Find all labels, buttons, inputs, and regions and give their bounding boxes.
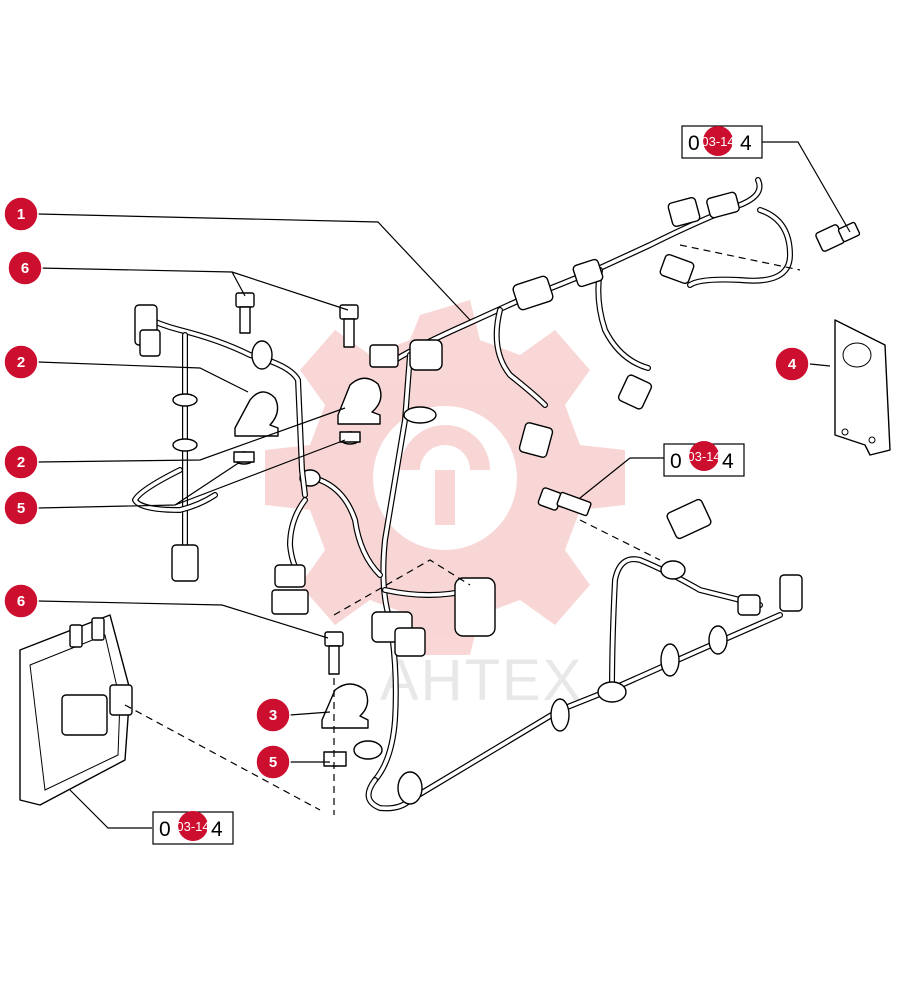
reference-box-middle[interactable]: 0 4 03-14 [663, 441, 745, 477]
callout-5-upper[interactable]: 5 [3, 490, 39, 526]
callout-5-lower[interactable]: 5 [255, 744, 291, 780]
reference-box-top-prefix: 0 [688, 132, 700, 155]
callout-6-upper-label: 6 [21, 260, 29, 277]
reference-box-middle-suffix: 4 [722, 450, 734, 473]
engine-wiring-harness [271, 177, 803, 812]
callout-6-lower-label: 6 [17, 593, 25, 610]
reference-box-middle-prefix: 0 [670, 450, 682, 473]
reference-box-bottom-prefix: 0 [159, 818, 171, 841]
upper-bolts [235, 292, 359, 348]
upper-clamps [234, 377, 382, 437]
reference-box-bottom-suffix: 4 [211, 818, 223, 841]
left-sub-harness [132, 304, 308, 582]
reference-box-top[interactable]: 0 4 03-14 [681, 125, 763, 159]
callout-5-lower-label: 5 [269, 754, 277, 771]
lower-clamp [321, 683, 369, 729]
watermark-text: AHTEX [380, 648, 583, 713]
reference-box-top-suffix: 4 [740, 132, 752, 155]
callout-4-label: 4 [788, 356, 797, 373]
upper-nuts [233, 431, 361, 465]
callout-2-lower-label: 2 [17, 454, 25, 471]
reference-box-bottom-code: 03-14 [176, 819, 209, 834]
temperature-sensor [537, 487, 592, 517]
pressure-sensor [815, 221, 861, 252]
lower-nut [323, 751, 347, 767]
callout-1[interactable]: 1 [3, 196, 39, 232]
callout-5-upper-label: 5 [17, 500, 25, 517]
dashed-lines [124, 244, 801, 815]
lower-bolt [324, 631, 344, 675]
callout-6-lower[interactable]: 6 [3, 583, 39, 619]
callout-2-upper[interactable]: 2 [3, 344, 39, 380]
engine-control-unit [19, 614, 133, 806]
callout-1-label: 1 [17, 206, 25, 223]
ecu-bracket [834, 319, 891, 456]
reference-box-bottom[interactable]: 0 4 03-14 [152, 811, 234, 845]
reference-box-middle-code: 03-14 [687, 449, 720, 464]
callout-3[interactable]: 3 [255, 697, 291, 733]
callout-3-label: 3 [269, 707, 277, 724]
callout-6-upper[interactable]: 6 [7, 250, 43, 286]
reference-box-top-code: 03-14 [701, 134, 734, 149]
callout-2-upper-label: 2 [17, 354, 25, 371]
callout-2-lower[interactable]: 2 [3, 444, 39, 480]
leader-lines [37, 141, 851, 829]
callout-4[interactable]: 4 [774, 346, 810, 382]
